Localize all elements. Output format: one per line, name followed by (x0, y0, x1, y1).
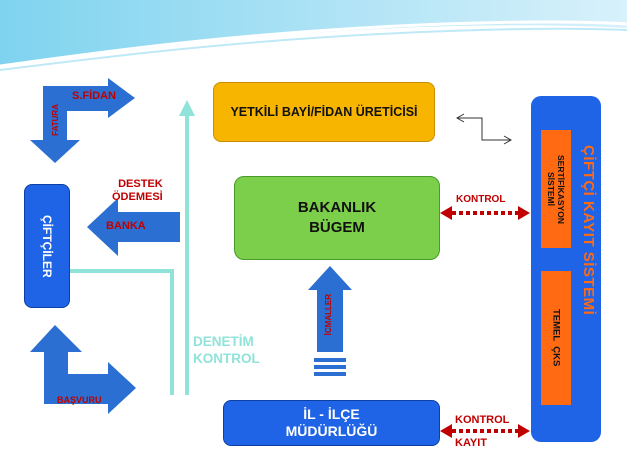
basvuru-arrow (30, 325, 136, 414)
kontrol-bottom-head-right (518, 424, 530, 438)
yetkili-bayi-label: YETKİLİ BAYİ/FİDAN ÜRETİCİSİ (230, 105, 418, 119)
temel-cks-label: TEMEL ÇKS (550, 309, 562, 367)
bakanlik-label: BAKANLIK BÜGEM (297, 199, 377, 236)
il-ilce-label: İL - İLÇE MÜDÜRLÜĞÜ (285, 406, 378, 439)
kayit-label: KAYIT (455, 437, 487, 449)
ciftciler-box: ÇİFTÇİLER (24, 184, 70, 308)
banka-label: BANKA (106, 220, 146, 232)
thin-connector-head-right (503, 135, 513, 145)
bakanlik-box: BAKANLIK BÜGEM (234, 176, 440, 260)
denetim-arrow-head (179, 100, 195, 116)
icmaller-label: İCMALLER (324, 294, 333, 336)
banka-arrow (87, 198, 180, 256)
il-ilce-box: İL - İLÇE MÜDÜRLÜĞÜ (223, 400, 440, 446)
header-wave (0, 0, 627, 71)
basvuru-label: BAŞVURU (57, 395, 102, 405)
thin-connector-head-left (455, 113, 465, 123)
temel-cks-box: TEMEL ÇKS (541, 271, 571, 405)
kontrol-top-head-left (440, 206, 452, 220)
icmaller-arrow (308, 266, 352, 352)
ciftciler-label: ÇİFTÇİLER (40, 214, 54, 278)
icmaller-bar-3 (314, 372, 346, 376)
kontrol-top-label: KONTROL (456, 194, 506, 205)
sfidan-fatura-arrow (30, 78, 135, 163)
kontrol-bottom-head-left (440, 424, 452, 438)
fatura-label: FATURA (51, 104, 60, 136)
sertifikasyon-label: SERTİFİKASYON SİSTEMİ (546, 154, 566, 224)
kontrol-top-head-right (518, 206, 530, 220)
yetkili-bayi-box: YETKİLİ BAYİ/FİDAN ÜRETİCİSİ (213, 82, 435, 142)
denetim-kontrol-label: DENETİM KONTROL (193, 334, 260, 366)
icmaller-bar-1 (314, 358, 346, 362)
teal-ciftciler-arrow (66, 269, 174, 395)
kontrol-bottom-label: KONTROL (455, 414, 510, 426)
thin-connector (458, 117, 510, 141)
s-fidan-label: S.FİDAN (72, 90, 116, 102)
destek-odemesi-label: DESTEK ÖDEMESİ (112, 178, 163, 203)
sertifikasyon-box: SERTİFİKASYON SİSTEMİ (541, 130, 571, 248)
icmaller-bar-2 (314, 365, 346, 369)
ciftci-kayit-label: ÇİFTÇİ KAYIT SİSTEMİ (580, 145, 597, 316)
